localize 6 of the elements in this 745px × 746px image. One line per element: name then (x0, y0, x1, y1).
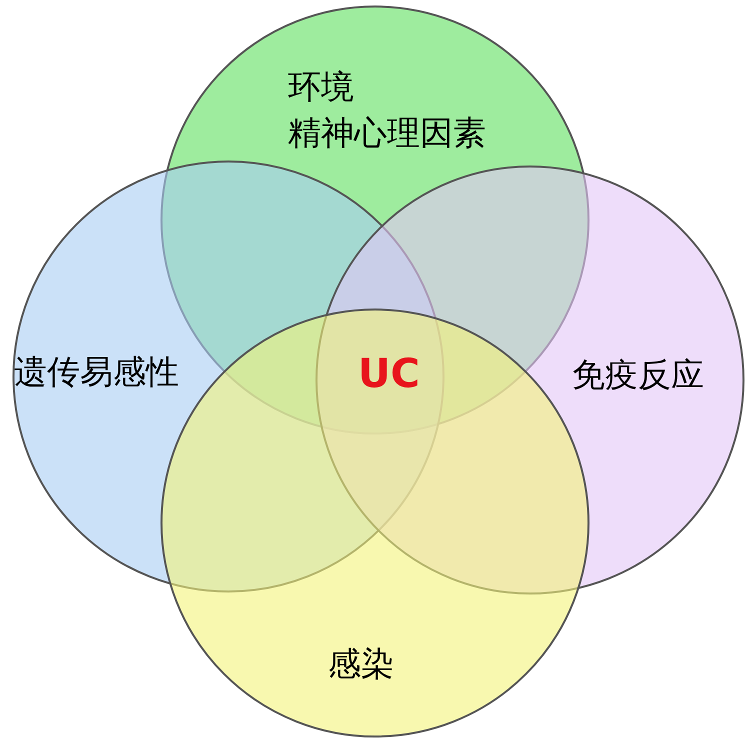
circle-label: 环境 (288, 67, 354, 107)
circle-label: 精神心理因素 (288, 113, 486, 153)
circle-label: 感染 (328, 644, 394, 684)
circle-label: 免疫反应 (572, 355, 704, 395)
center-label: UC (358, 350, 420, 398)
circle-label: 遗传易感性 (14, 352, 179, 392)
